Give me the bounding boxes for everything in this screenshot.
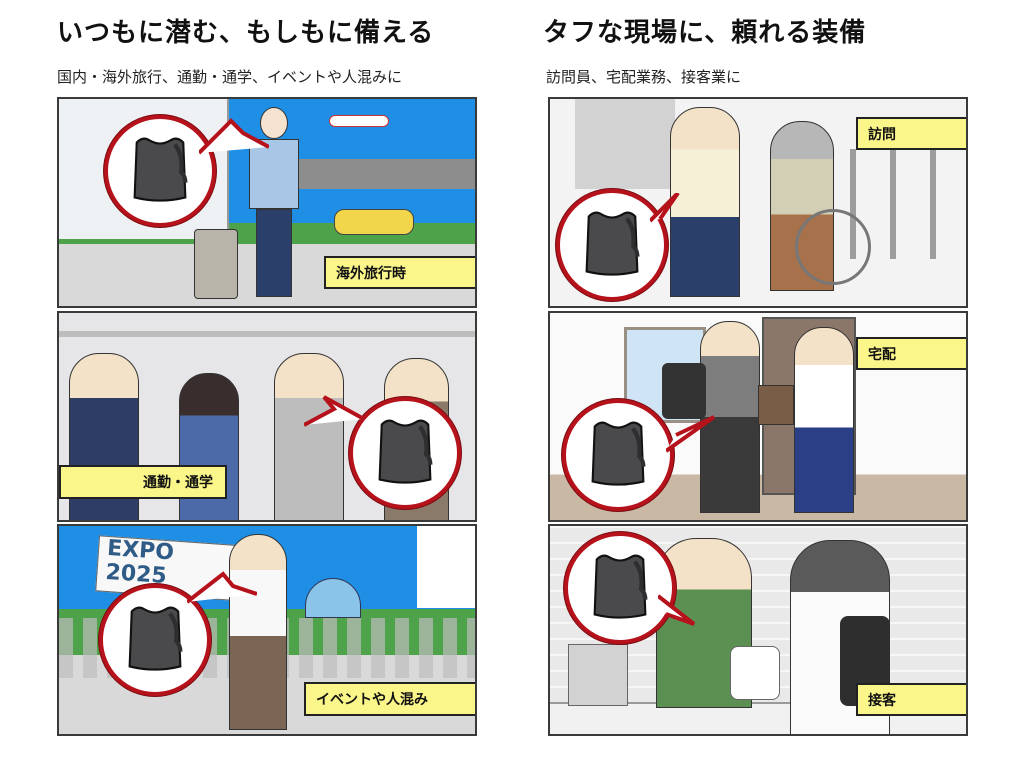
event-attendee-figure [229,534,287,730]
panel-overseas-travel: 海外旅行時 [57,97,477,308]
protective-vest-icon [123,603,187,677]
delivery-backpack-icon [662,363,706,419]
protective-vest-icon [580,208,644,282]
protective-vest-icon [128,134,192,208]
left-subtitle: 国内・海外旅行、通勤・通学、イベントや人混みに [57,68,403,86]
recipient-figure [794,327,854,513]
traveler-figure [249,107,299,302]
panel-label: 訪問 [856,117,966,150]
right-subtitle: 訪問員、宅配業務、接客業に [546,68,742,86]
right-title: タフな現場に、頼れる装備 [543,18,867,48]
panel-label: 通勤・通学 [59,465,227,499]
bubble-tail [650,193,680,223]
panel-delivery: 宅配 [548,311,968,522]
vest-bubble [349,397,461,509]
handrail [59,331,475,337]
wheelchair-icon [795,209,871,285]
vest-bubble [556,189,668,301]
panel-label: 宅配 [856,337,966,370]
panel-label: イベントや人混み [304,682,475,716]
panel-events: EXPO 2025 イベントや人混み [57,524,477,736]
protective-vest-icon [586,418,650,492]
panel-customer-service: 接客 [548,524,968,736]
student-figure [179,373,239,520]
bubble-tail [666,415,716,453]
panel-visit: 訪問 [548,97,968,308]
panel-label: 海外旅行時 [324,256,475,289]
bubble-tail [658,594,696,626]
airplane-icon [329,115,389,127]
commuter-figure [274,353,344,520]
protective-vest-icon [588,551,652,625]
vest-bubble [564,532,676,644]
panel-label: 接客 [856,683,966,716]
banner [417,526,475,608]
left-title: いつもに潜む、もしもに備える [57,18,435,48]
shelf [575,99,675,189]
taxi-icon [334,209,414,235]
vest-bubble [99,584,211,696]
caregiver-figure [670,107,740,297]
shopping-bag-icon [730,646,780,700]
package-bag-icon [758,385,794,425]
panel-commute: 通勤・通学 [57,311,477,522]
dome-icon [305,578,361,618]
vest-bubble [562,399,674,511]
suitcase-icon [194,229,238,299]
bubble-tail [199,118,269,155]
vest-bubble [104,115,216,227]
counter [550,702,966,734]
protective-vest-icon [373,416,437,490]
bubble-tail [304,395,364,427]
register-icon [568,644,628,706]
bubble-tail [187,571,257,604]
city-skyline [289,159,475,189]
